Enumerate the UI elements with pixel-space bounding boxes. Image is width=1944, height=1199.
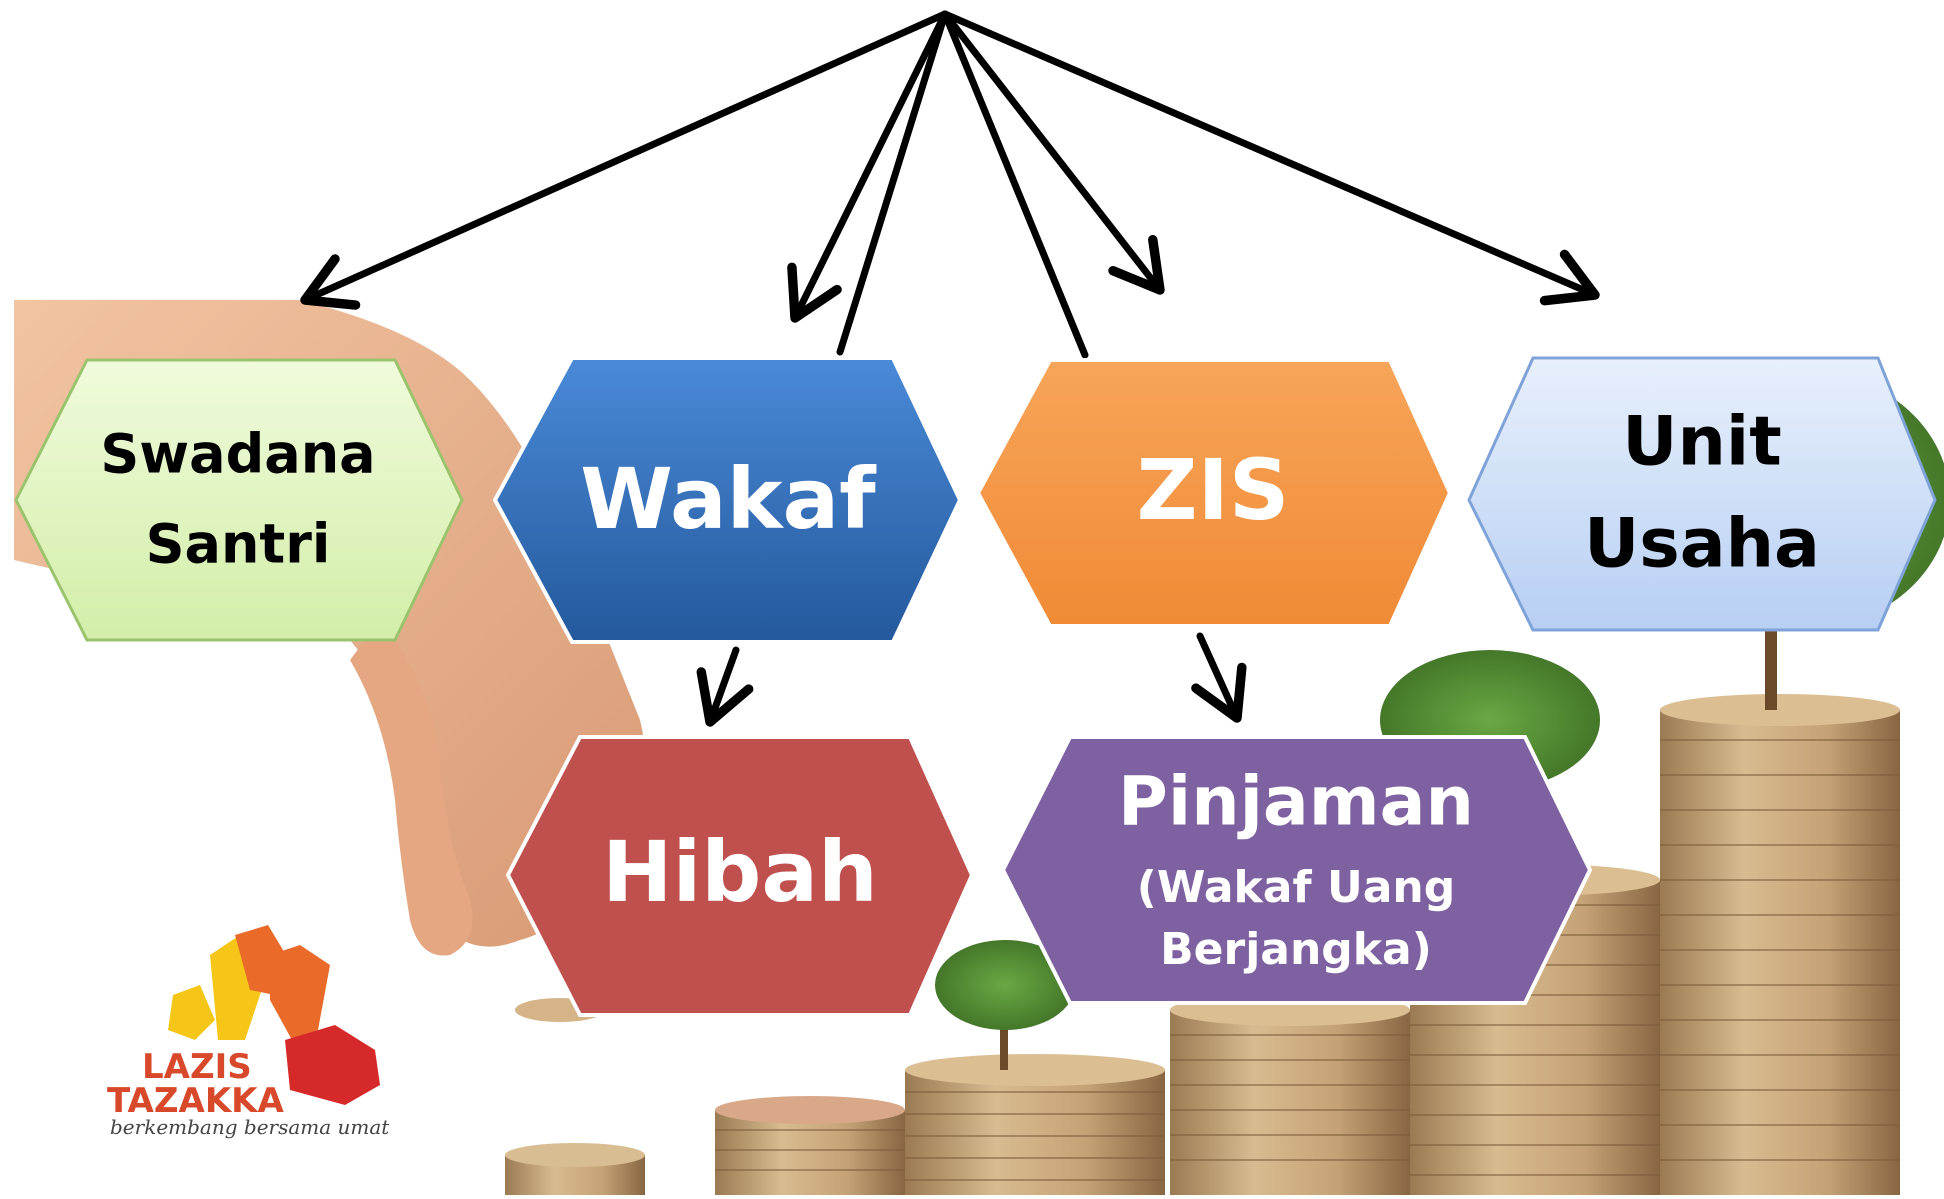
node-pinjaman: Pinjaman (Wakaf Uang Berjangka) xyxy=(1000,735,1593,1005)
lazis-tazakka-logo: LAZIS TAZAKKA berkembang bersama umat xyxy=(107,925,390,1139)
node-wakaf: Wakaf xyxy=(492,356,963,644)
node-label-pinjaman-line3: Berjangka) xyxy=(1160,924,1432,975)
coin-stack-3 xyxy=(905,1054,1165,1195)
node-label-wakaf: Wakaf xyxy=(580,450,877,548)
connector-arrows xyxy=(300,10,1600,727)
logo-shape-orange-right xyxy=(270,945,330,1040)
node-swadana-santri: Swadana Santri xyxy=(14,358,464,642)
node-zis: ZIS xyxy=(975,358,1453,628)
arrow-from-zis xyxy=(941,10,1089,359)
arrow-to-wakaf xyxy=(787,10,949,323)
hexagon-zis xyxy=(975,358,1453,628)
coin-stack-6 xyxy=(1660,694,1900,1195)
arrow-from-wakaf xyxy=(836,10,949,356)
logo-tagline: berkembang bersama umat xyxy=(110,1115,390,1139)
node-label-swadana-line1: Swadana xyxy=(100,423,375,486)
logo-title-line1: LAZIS xyxy=(142,1047,252,1087)
coin-stack-4 xyxy=(1170,994,1410,1195)
node-label-swadana-line2: Santri xyxy=(146,513,331,576)
hexagon-unit-usaha xyxy=(1467,356,1937,632)
hexagon-swadana-santri xyxy=(14,358,464,642)
hexagon-pinjaman xyxy=(1000,735,1593,1005)
arrow-to-unit-usaha xyxy=(941,10,1600,306)
node-label-pinjaman-line1: Pinjaman xyxy=(1118,763,1474,842)
logo-shape-yellow-small xyxy=(168,985,215,1040)
arrow-zis-to-pinjaman xyxy=(1191,632,1247,723)
node-unit-usaha: Unit Usaha xyxy=(1467,356,1937,632)
node-hibah: Hibah xyxy=(505,735,975,1017)
tree-small xyxy=(935,940,1075,1070)
node-label-pinjaman-line2: (Wakaf Uang xyxy=(1137,862,1455,913)
coin-stack-2 xyxy=(715,1096,905,1195)
arrow-wakaf-to-hibah xyxy=(696,646,754,727)
node-label-unit-usaha-line2: Usaha xyxy=(1584,505,1820,584)
hexagon-hibah xyxy=(505,735,975,1017)
logo-shape-red xyxy=(285,1025,380,1105)
node-label-hibah: Hibah xyxy=(602,823,878,921)
node-label-unit-usaha-line1: Unit xyxy=(1622,403,1781,482)
logo-title-line2: TAZAKKA xyxy=(107,1081,285,1121)
coin-stack-1 xyxy=(505,1143,645,1195)
hexagon-wakaf xyxy=(492,356,963,644)
arrow-to-zis xyxy=(941,10,1165,295)
node-label-zis: ZIS xyxy=(1137,441,1290,539)
arrow-to-swadana xyxy=(300,10,949,310)
